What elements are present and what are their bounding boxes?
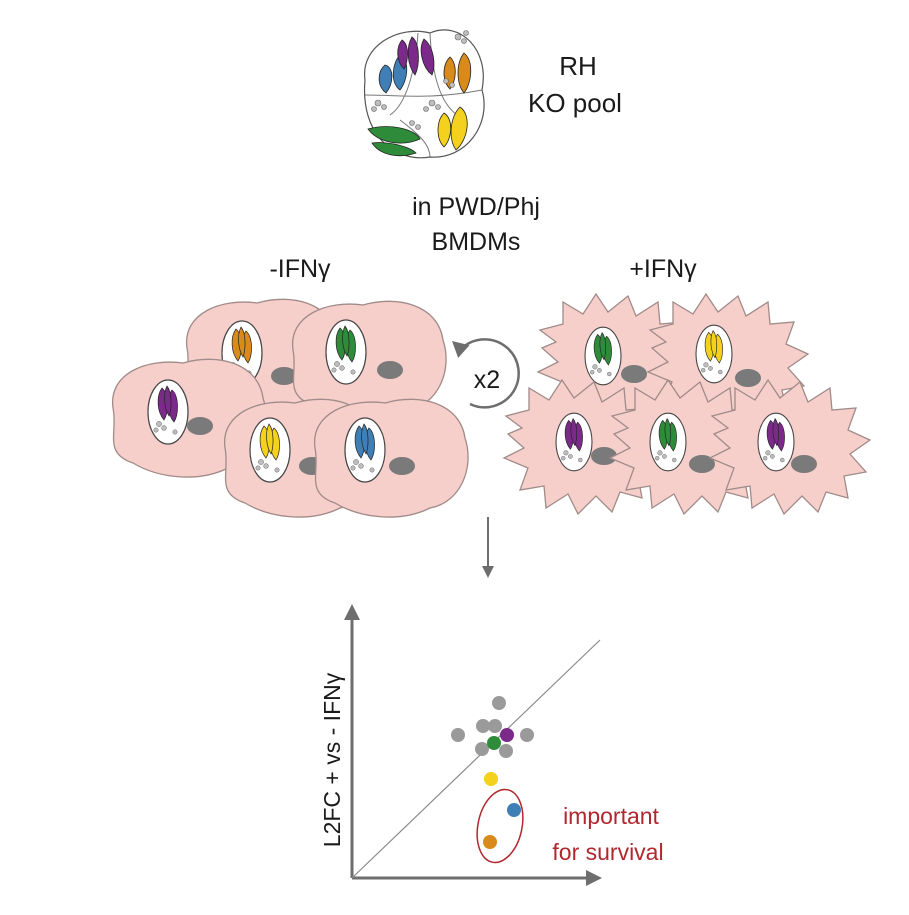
y-axis-label: L2FC + vs - IFNγ: [319, 672, 345, 847]
macrophage-cell-icon: [185, 298, 341, 418]
diagonal-line: [351, 639, 601, 879]
annotation-line1: important: [563, 803, 659, 829]
gray-point: [475, 742, 489, 756]
condition-plus-label: +IFNγ: [629, 255, 697, 283]
gray-point: [451, 728, 465, 742]
activated-macrophage-icon: [503, 379, 665, 515]
green-point: [487, 736, 501, 750]
activated-macrophage-icon: [647, 293, 809, 429]
gray-point: [499, 744, 513, 758]
blue-point: [507, 803, 521, 817]
strain-label-line2: KO pool: [528, 88, 622, 118]
yellow-point: [484, 772, 498, 786]
macrophage-cell-icon: [291, 300, 447, 420]
annotation-line2: for survival: [552, 839, 663, 865]
host-label-line1: in PWD/Phj: [412, 193, 540, 221]
down-arrow-icon: [482, 517, 494, 578]
cycle-arrow-icon: [452, 338, 520, 409]
host-label-line2: BMDMs: [432, 228, 521, 256]
activated-macrophage-icon: [609, 379, 771, 515]
orange-point: [483, 835, 497, 849]
gray-point: [476, 719, 490, 733]
strain-label-line1: RH: [559, 51, 597, 81]
purple-point: [500, 728, 514, 742]
activated-macrophage-icon: [709, 379, 871, 515]
gray-point: [520, 728, 534, 742]
x-axis-arrowhead: [586, 870, 602, 886]
data-points: [451, 696, 534, 849]
gray-point: [488, 719, 502, 733]
parasite-rosette-icon: [363, 29, 485, 159]
scatter-plot: L2FC + vs - IFNγ important for survival: [319, 604, 664, 886]
y-axis-arrowhead: [344, 604, 360, 620]
passage-count-label: x2: [474, 366, 500, 394]
gray-point: [492, 696, 506, 710]
macrophage-cell-icon: [313, 398, 469, 518]
macrophage-cell-icon: [111, 358, 267, 478]
condition-minus-label: -IFNγ: [269, 255, 331, 283]
activated-macrophage-icon: [537, 293, 699, 429]
highlight-ellipse: [476, 788, 524, 864]
